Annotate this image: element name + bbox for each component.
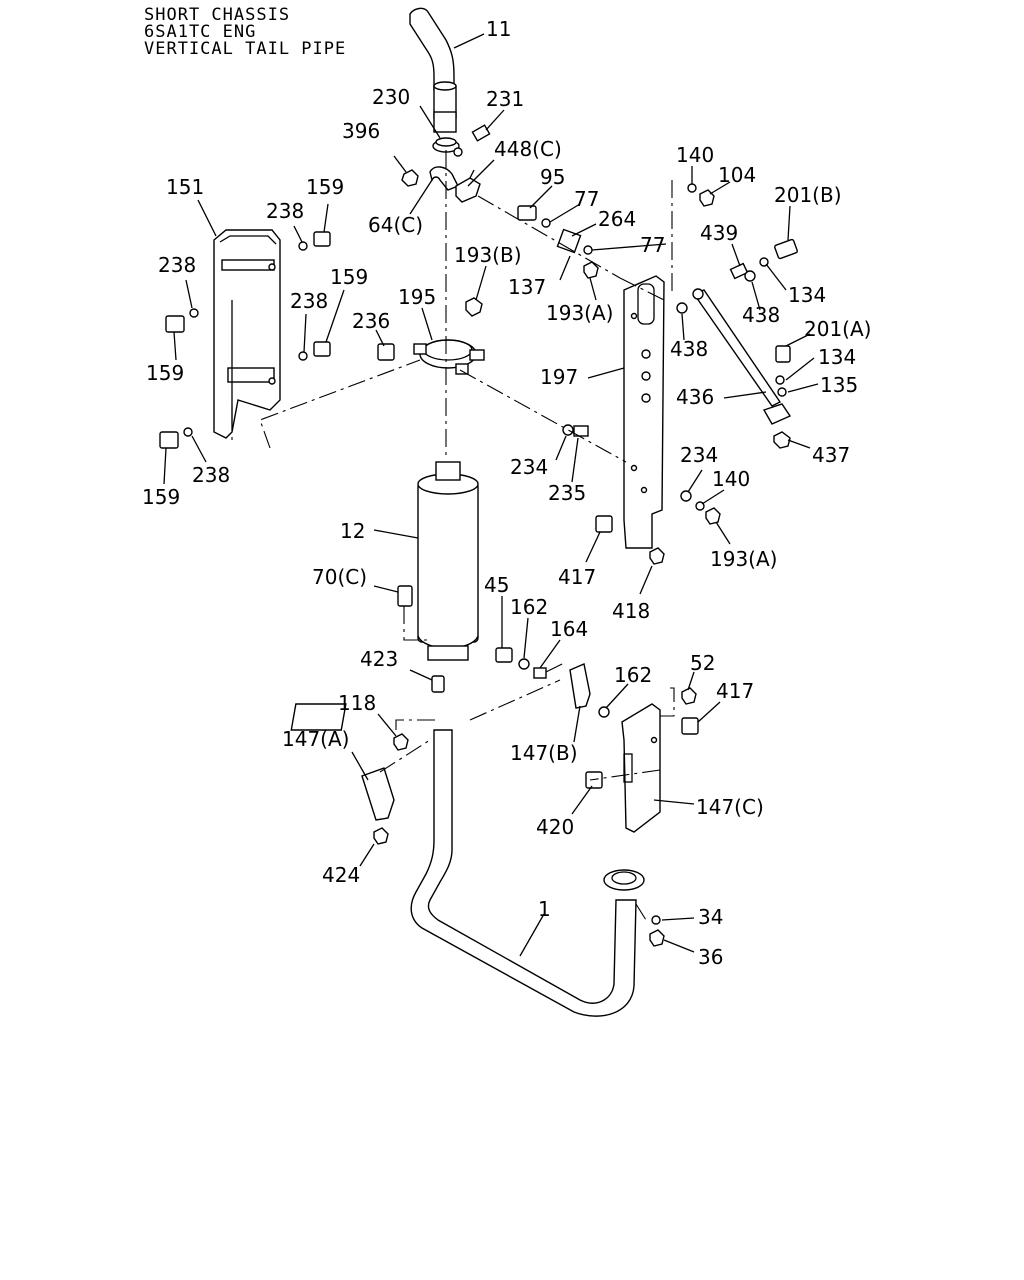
callout-137: 137 (508, 275, 546, 299)
callout-396: 396 (342, 119, 380, 143)
callout-135: 135 (820, 373, 858, 397)
callout-238-bottom: 238 (192, 463, 230, 487)
callout-238-left: 238 (158, 253, 196, 277)
callout-236: 236 (352, 309, 390, 333)
bracket-147a (361, 767, 395, 845)
callout-12: 12 (340, 519, 365, 543)
callout-labels: 11 230 231 396 448(C) 64(C) 95 77 264 77… (142, 17, 871, 969)
callout-197: 197 (540, 365, 578, 389)
callout-36: 36 (698, 945, 723, 969)
upright-bracket (623, 275, 665, 549)
callout-45: 45 (484, 573, 509, 597)
callout-95: 95 (540, 165, 565, 189)
callout-193a-lower: 193(A) (710, 547, 777, 571)
callout-234-left: 234 (510, 455, 548, 479)
callout-140-lower: 140 (712, 467, 750, 491)
callout-162-lower: 162 (614, 663, 652, 687)
callout-140-upper: 140 (676, 143, 714, 167)
callout-164: 164 (550, 617, 588, 641)
callout-417-upper: 417 (558, 565, 596, 589)
callout-417-lower: 417 (716, 679, 754, 703)
mid-right-hardware (562, 424, 721, 565)
callout-235: 235 (548, 481, 586, 505)
callout-418: 418 (612, 599, 650, 623)
callout-264: 264 (598, 207, 636, 231)
callout-424: 424 (322, 863, 360, 887)
callout-1: 1 (538, 897, 551, 921)
header-line-1: SHORT CHASSIS (144, 5, 290, 25)
assembly-lines (231, 150, 675, 921)
callout-147c: 147(C) (696, 795, 764, 819)
callout-420: 420 (536, 815, 574, 839)
callout-195: 195 (398, 285, 436, 309)
callout-201b: 201(B) (774, 183, 842, 207)
callout-134-upper: 134 (788, 283, 826, 307)
stay-rod (692, 288, 792, 449)
callout-201a: 201(A) (804, 317, 871, 341)
callout-238-top: 238 (266, 199, 304, 223)
callout-159-mid: 159 (330, 265, 368, 289)
callout-438-left: 438 (670, 337, 708, 361)
callout-34: 34 (698, 905, 723, 929)
tail-pipe (409, 7, 457, 133)
bracket-147b (569, 663, 610, 718)
muffler-band (377, 297, 485, 375)
callout-11: 11 (486, 17, 511, 41)
header-line-2: 6SA1TC ENG (144, 22, 256, 42)
callout-104: 104 (718, 163, 756, 187)
callout-162-upper: 162 (510, 595, 548, 619)
callout-118: 118 (338, 691, 376, 715)
callout-77-lower: 77 (640, 233, 665, 257)
heat-shield-bolts (159, 231, 331, 449)
callout-159-left: 159 (146, 361, 184, 385)
heat-shield (213, 229, 281, 439)
callout-70c: 70(C) (312, 565, 367, 589)
callout-77-upper: 77 (574, 187, 599, 211)
exhaust-pipe (290, 703, 665, 1017)
header-line-3: VERTICAL TAIL PIPE (144, 39, 346, 59)
callout-439: 439 (700, 221, 738, 245)
callout-151: 151 (166, 175, 204, 199)
callout-436: 436 (676, 385, 714, 409)
muffler (397, 461, 479, 661)
callout-423: 423 (360, 647, 398, 671)
callout-134-lower: 134 (818, 345, 856, 369)
callout-448c: 448(C) (494, 137, 562, 161)
callout-193a-upper: 193(A) (546, 301, 613, 325)
callout-52: 52 (690, 651, 715, 675)
callout-159-bottom: 159 (142, 485, 180, 509)
leader-lines (163, 33, 819, 957)
callout-234-right: 234 (680, 443, 718, 467)
callout-159-top: 159 (306, 175, 344, 199)
callout-231: 231 (486, 87, 524, 111)
callout-147a: 147(A) (282, 727, 349, 751)
callout-230: 230 (372, 85, 410, 109)
lower-mid-hardware (393, 647, 547, 751)
callout-64c: 64(C) (368, 213, 423, 237)
callout-438-right: 438 (742, 303, 780, 327)
callout-238-mid: 238 (290, 289, 328, 313)
callout-193b: 193(B) (454, 243, 522, 267)
callout-437: 437 (812, 443, 850, 467)
bracket-147c (585, 687, 699, 833)
callout-147b: 147(B) (510, 741, 578, 765)
